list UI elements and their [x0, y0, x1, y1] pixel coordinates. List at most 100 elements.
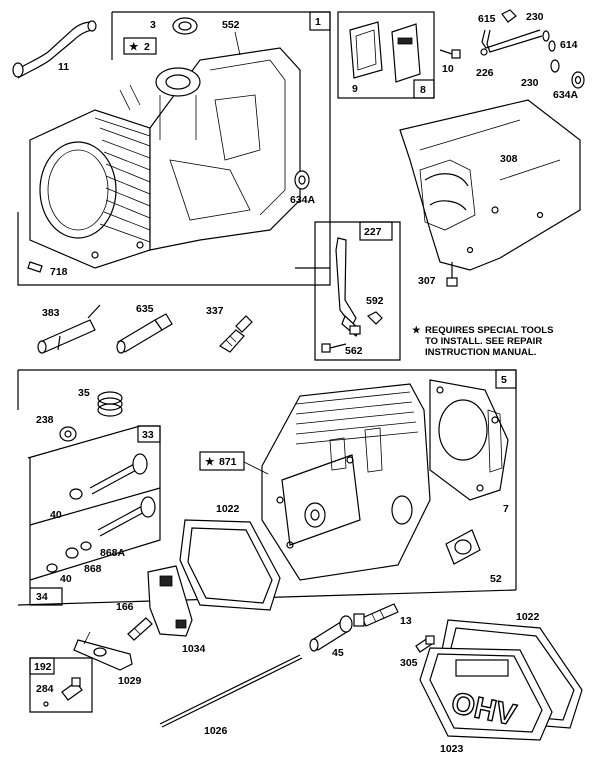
valve-cover-gasket-middle	[179, 519, 281, 611]
label-230-bottom: 230	[521, 77, 539, 89]
washer-230-bottom	[550, 59, 560, 73]
label-635: 635	[136, 303, 154, 315]
label-1034: 1034	[182, 643, 206, 655]
push-rod	[159, 654, 303, 728]
label-718: 718	[50, 266, 68, 278]
washer-634a-top	[294, 170, 310, 190]
group-number-34: 34	[36, 591, 48, 603]
label-35: 35	[78, 387, 90, 399]
special-tools-note: ★ REQUIRES SPECIAL TOOLS TO INSTALL. SEE…	[412, 325, 553, 358]
label-634a-right: 634A	[553, 89, 579, 101]
seal-634a-right	[571, 71, 585, 89]
special-tool-callout-871: ★ 871	[199, 451, 269, 475]
label-45: 45	[332, 647, 344, 659]
cylinder-shield	[399, 99, 581, 271]
label-615: 615	[478, 13, 496, 25]
rocker-plate	[147, 565, 193, 637]
valve-cap	[46, 563, 58, 573]
head-gasket	[429, 379, 509, 501]
spring-retainer	[59, 426, 77, 442]
governor-shaft	[480, 29, 543, 56]
group-box-8: 8	[337, 11, 435, 99]
intake-gasket	[445, 529, 481, 565]
note-line-3: INSTRUCTION MANUAL.	[425, 347, 536, 358]
label-9: 9	[352, 83, 358, 95]
group-number-192: 192	[34, 661, 52, 673]
label-40-bottom: 40	[60, 573, 72, 585]
plug-635	[116, 313, 173, 354]
group-number-33: 33	[142, 429, 154, 441]
group-box-33-34: 33 34	[27, 425, 161, 606]
label-230-top: 230	[526, 11, 544, 23]
breather-tube	[12, 20, 97, 79]
shield-screw	[446, 262, 458, 287]
label-238: 238	[36, 414, 54, 426]
governor-lever	[335, 237, 361, 337]
group-number-227: 227	[364, 226, 382, 238]
star-icon: ★	[129, 41, 139, 53]
cylinder-head	[261, 383, 431, 581]
head-bolt	[353, 603, 399, 627]
group-box-1: 1	[17, 11, 331, 286]
label-868: 868	[84, 563, 102, 575]
note-line-1: REQUIRES SPECIAL TOOLS	[425, 325, 553, 336]
label-226: 226	[476, 67, 494, 79]
cover-screw	[415, 635, 435, 653]
label-2: 2	[144, 41, 150, 53]
label-871: 871	[219, 456, 237, 468]
label-1022-right: 1022	[516, 611, 540, 623]
group-box-227: 227	[314, 221, 401, 361]
cylinder-block	[29, 47, 301, 269]
label-10: 10	[442, 63, 454, 75]
label-634a-top: 634A	[290, 194, 316, 206]
special-tool-callout-2: ★ 2	[123, 37, 157, 55]
label-307: 307	[418, 275, 436, 287]
group-box-192: 192	[29, 657, 93, 713]
label-562: 562	[345, 345, 363, 357]
valve-spring	[97, 391, 123, 417]
label-52: 52	[490, 573, 502, 585]
spark-plug-337	[219, 315, 253, 353]
nut-592	[366, 311, 383, 325]
breather-fitting	[43, 677, 83, 707]
intake-valve	[97, 496, 156, 537]
label-337: 337	[206, 305, 224, 317]
group-number-8: 8	[420, 84, 426, 96]
group-number-1: 1	[315, 16, 321, 28]
label-40-top: 40	[50, 509, 62, 521]
dowel-pin	[27, 261, 43, 273]
label-1029: 1029	[118, 675, 142, 687]
label-614: 614	[560, 39, 578, 51]
lever-bolt	[321, 343, 347, 353]
label-7: 7	[503, 503, 509, 515]
label-3: 3	[150, 19, 156, 31]
valve-cover: OHV	[419, 647, 553, 741]
label-592: 592	[366, 295, 384, 307]
label-1023: 1023	[440, 743, 464, 755]
note-star-icon: ★	[412, 325, 421, 336]
rocker-arm	[73, 631, 133, 671]
label-1022-middle: 1022	[216, 503, 240, 515]
label-13: 13	[400, 615, 412, 627]
label-284: 284	[36, 683, 54, 695]
label-305: 305	[400, 657, 418, 669]
breather-screw	[439, 49, 461, 59]
label-308: 308	[500, 153, 518, 165]
rocker-stud	[127, 617, 153, 641]
note-line-2: TO INSTALL. SEE REPAIR	[425, 336, 542, 347]
breather-gasket	[349, 21, 383, 79]
valve-tappet	[309, 615, 353, 652]
label-383: 383	[42, 307, 60, 319]
exhaust-valve	[69, 453, 148, 500]
clip-614	[548, 40, 556, 52]
oil-seal	[172, 17, 198, 35]
governor-nut	[501, 9, 517, 23]
group-number-5: 5	[501, 374, 507, 386]
valve-rotator	[65, 541, 92, 559]
label-11: 11	[58, 61, 69, 73]
label-868a: 868A	[100, 547, 126, 559]
washer-230-top	[542, 30, 550, 42]
tool-383	[37, 304, 101, 354]
label-552: 552	[222, 19, 240, 31]
